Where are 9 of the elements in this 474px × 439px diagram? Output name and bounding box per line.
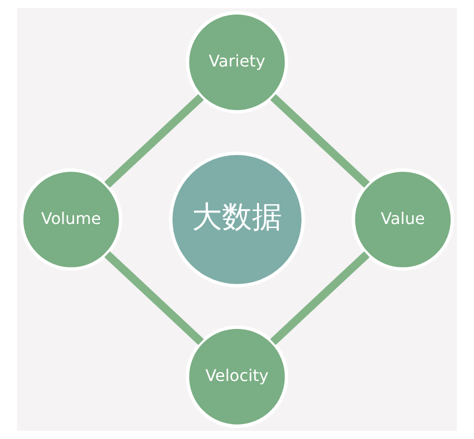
node-circle: 大数据 [169, 152, 305, 288]
connector [104, 94, 204, 188]
connector [270, 251, 370, 345]
node-circle: Variety [186, 11, 288, 114]
connector [270, 94, 370, 188]
node-circle: Volume [20, 168, 122, 271]
node-circle: Value [352, 168, 454, 271]
node-circle: Velocity [186, 325, 288, 428]
connector [104, 251, 204, 345]
